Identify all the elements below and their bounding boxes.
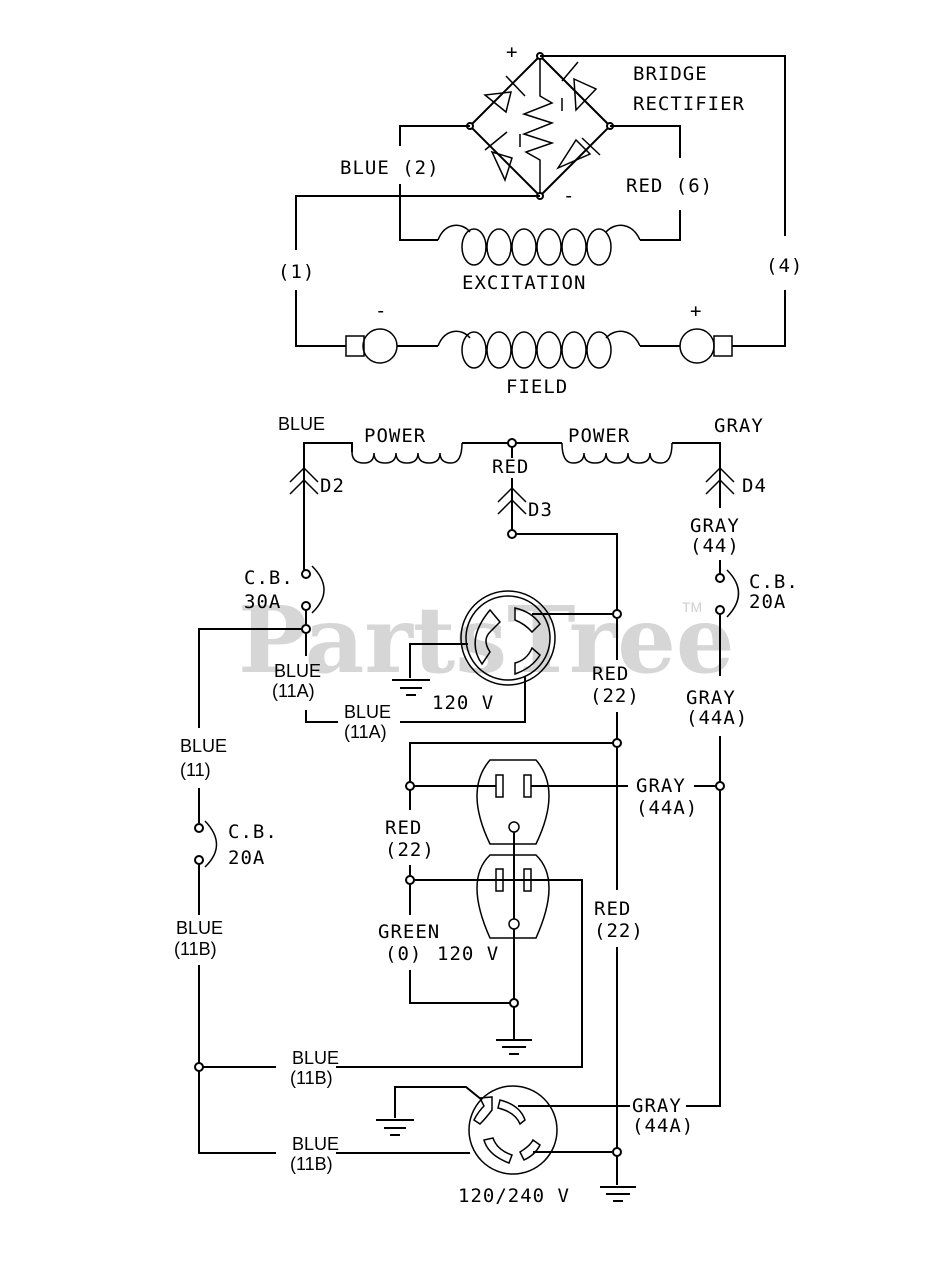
wire-label-blue-11b-upper-num: (11B) [290,1068,333,1088]
power-winding-2-icon [561,442,673,464]
wire-label-red-22-top: RED [592,663,629,685]
wire-label-gray-44a-top-num: (44A) [686,707,748,729]
wire-label-gray-44a-duplex-num: (44A) [636,797,698,819]
wire-label-red-22-left: RED [385,817,422,839]
receptacle-240v-label: 120/240 V [458,1185,570,1207]
ground-icon [496,1039,532,1055]
cb30-label-2: 30A [244,591,281,613]
connector-d3-label: D3 [528,499,553,521]
wire-label-red-22-right: RED [594,898,631,920]
junction-dot [507,438,517,448]
wire-label-blue-2: BLUE (2) [340,157,440,179]
ground-icon [376,1119,414,1136]
wire-label-red-center: RED [492,456,529,478]
wire-label-blue-11a-bottom-num: (11A) [344,722,387,742]
wire-label-red-6: RED (6) [626,175,713,197]
wire-label-gray-44: GRAY [690,515,740,537]
cb20-gray-label-1: C.B. [749,571,799,593]
wire-label-blue-11b-num: (11B) [174,939,217,959]
power-winding-1-label: POWER [364,425,426,447]
cb20-gray-label-2: 20A [749,591,786,613]
junction-dot [612,1147,622,1157]
wire-label-gray-44-num: (44) [690,535,740,557]
connector-d4-label: D4 [742,475,767,497]
wire-label-gray-44a-duplex: GRAY [636,775,686,797]
wire-label-blue-11a-left-num: (11A) [272,681,315,701]
twist-lock-receptacle-120v [460,590,556,686]
junction-dot [612,609,622,619]
wire-label-blue-11b-upper: BLUE [292,1048,339,1068]
circuit-breaker-20a-blue-icon [194,820,218,868]
junction-dot [715,781,725,791]
junction-dot [507,529,517,539]
wire-label-4: (4) [766,255,803,277]
excitation-coil-icon [437,224,641,266]
wire-label-green-0: GREEN [378,921,440,943]
brush-plus-icon [679,328,733,364]
ground-icon [600,1186,636,1202]
wire-label-blue-11a-bottom: BLUE [344,702,391,722]
junction-dot [301,624,311,634]
wire-label-1: (1) [278,261,315,283]
receptacle-120v-twist-label: 120 V [432,692,494,714]
diode-icon [556,137,601,170]
ground-icon [392,679,430,696]
cb20-blue-label-1: C.B. [228,821,278,843]
junction-dot [405,781,415,791]
diode-icon [561,61,598,112]
junction-dot [612,738,622,748]
wire-label-blue-11: BLUE [180,736,227,756]
junction-dot [194,1062,204,1072]
wire-label-blue-11b-lower-num: (11B) [290,1154,333,1174]
field-coil-icon [437,330,641,369]
excitation-label: EXCITATION [462,272,586,294]
junction-dot [509,998,519,1008]
wire-label-red-22-top-num: (22) [590,685,640,707]
wire-label-gray-44a-bottom-num: (44A) [632,1115,694,1137]
wire-label-red-22-right-num: (22) [594,920,644,942]
wire-label-blue-power: BLUE [278,414,325,434]
cb30-label-1: C.B. [244,567,294,589]
connector-d3-icon [497,486,527,515]
field-label: FIELD [506,376,568,398]
wire-label-gray-44a-top: GRAY [686,687,736,709]
wire-label-gray-power: GRAY [714,415,764,437]
wire-label-blue-11b-lower: BLUE [292,1134,339,1154]
resistor-icon [519,56,563,196]
brush-minus-icon [345,328,398,364]
circuit-breaker-20a-gray-icon [715,569,740,618]
connector-d2-label: D2 [320,475,345,497]
rectifier-label-2: RECTIFIER [633,93,745,115]
watermark-tm: TM [682,599,702,615]
power-winding-2-label: POWER [568,425,630,447]
twist-lock-receptacle-240v [468,1085,558,1175]
wire-label-red-22-left-num: (22) [385,839,435,861]
cb20-blue-label-2: 20A [228,847,265,869]
wire-label-blue-11a-left: BLUE [274,661,321,681]
receptacle-120v-duplex-label: 120 V [437,943,499,965]
diode-icon [484,131,513,183]
rectifier-plus: + [506,41,518,63]
rectifier-label-1: BRIDGE [633,63,708,85]
field-plus: + [690,300,702,322]
junction-dot [405,875,415,885]
wire-label-gray-44a-bottom: GRAY [632,1095,682,1117]
rectifier-minus: - [563,185,575,207]
diode-icon [483,75,526,114]
wire-label-blue-11-num: (11) [180,760,211,780]
wire-label-blue-11b: BLUE [176,918,223,938]
power-winding-1-icon [351,442,463,464]
wire-label-green-0-num: (0) [385,943,422,965]
field-minus: - [375,300,387,322]
